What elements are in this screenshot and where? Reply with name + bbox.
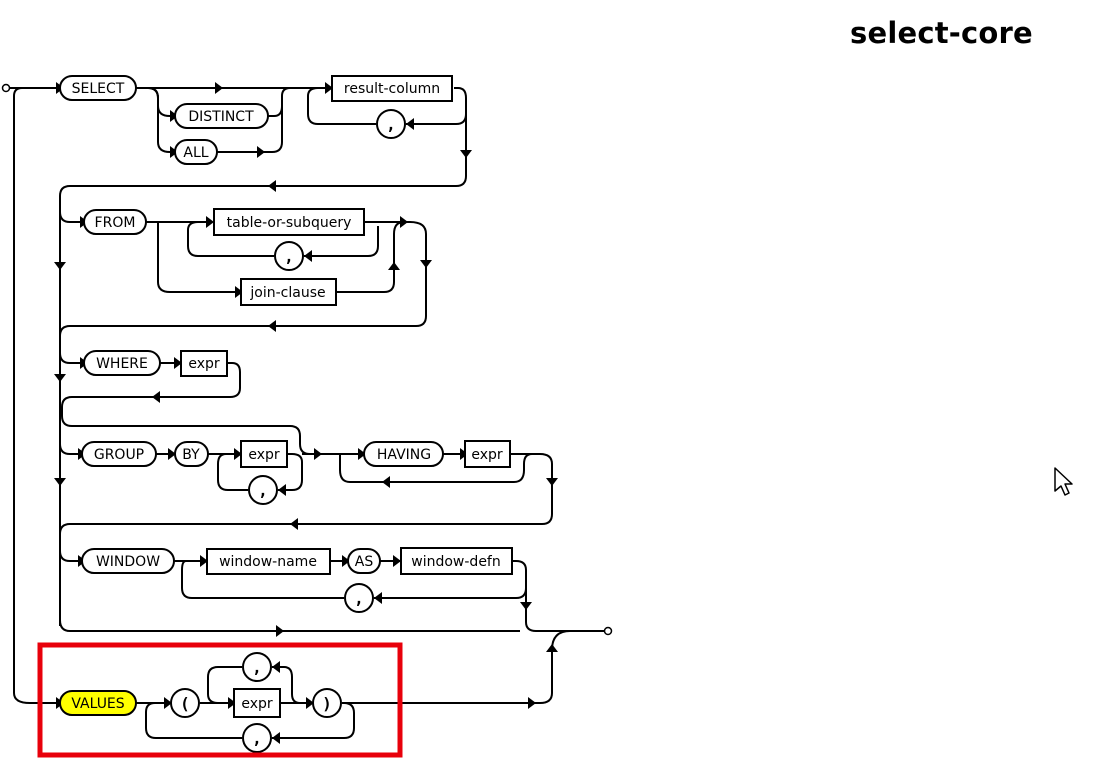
svg-text:expr: expr	[471, 447, 503, 463]
svg-text:window-name: window-name	[219, 554, 317, 570]
terminal-comma-window: ,	[344, 583, 374, 613]
svg-text:,: ,	[386, 115, 396, 134]
mouse-pointer-icon	[1054, 467, 1073, 496]
svg-text:,: ,	[252, 658, 262, 677]
svg-text:WHERE: WHERE	[96, 356, 148, 372]
svg-text:expr: expr	[241, 696, 273, 712]
line-start-down-to-values	[13, 87, 60, 704]
nonterminal-join-clause: join-clause	[240, 278, 337, 306]
end-circle	[603, 626, 613, 636]
svg-text:window-defn: window-defn	[411, 554, 500, 570]
svg-text:DISTINCT: DISTINCT	[188, 109, 254, 125]
svg-text:FROM: FROM	[95, 215, 136, 231]
svg-text:SELECT: SELECT	[72, 81, 125, 97]
start-circle	[1, 83, 11, 93]
nonterminal-window-name: window-name	[206, 548, 331, 575]
svg-text:table-or-subquery: table-or-subquery	[227, 215, 352, 231]
diagram-title: select-core	[850, 16, 1033, 50]
svg-text:WINDOW: WINDOW	[96, 554, 160, 570]
svg-text:,: ,	[354, 589, 364, 608]
terminal-lparen: (	[170, 688, 200, 718]
terminal-having: HAVING	[363, 441, 444, 467]
terminal-group: GROUP	[81, 441, 157, 467]
terminal-from: FROM	[83, 209, 147, 235]
svg-text:(: (	[180, 694, 190, 713]
svg-text:,: ,	[252, 729, 262, 748]
connector-lines	[9, 87, 604, 739]
nonterminal-result-column: result-column	[331, 75, 453, 102]
terminal-comma-group: ,	[248, 475, 278, 505]
terminal-as: AS	[347, 548, 381, 574]
nonterminal-expr-having: expr	[464, 440, 511, 468]
terminal-rparen: )	[312, 688, 342, 718]
svg-text:,: ,	[258, 481, 268, 500]
terminal-select: SELECT	[59, 75, 137, 101]
svg-text:expr: expr	[248, 447, 280, 463]
nonterminal-expr-where: expr	[180, 350, 228, 377]
terminal-comma-result: ,	[376, 109, 406, 139]
svg-text:,: ,	[284, 247, 294, 266]
svg-text:GROUP: GROUP	[94, 447, 144, 463]
terminal-all: ALL	[174, 139, 218, 165]
terminal-values: VALUES	[59, 690, 137, 716]
svg-text:HAVING: HAVING	[377, 447, 431, 463]
svg-text:ALL: ALL	[183, 145, 208, 161]
terminal-comma-values-top: ,	[242, 652, 272, 682]
nonterminal-window-defn: window-defn	[400, 547, 513, 575]
svg-text:join-clause: join-clause	[249, 285, 325, 301]
svg-text:BY: BY	[182, 447, 200, 463]
nonterminal-expr-group: expr	[240, 440, 288, 468]
terminal-comma-table: ,	[274, 241, 304, 271]
terminal-distinct: DISTINCT	[174, 103, 269, 129]
svg-text:VALUES: VALUES	[71, 696, 124, 712]
nonterminal-expr-values: expr	[233, 688, 281, 718]
svg-text:result-column: result-column	[344, 81, 440, 97]
terminal-window: WINDOW	[81, 548, 175, 574]
nonterminal-table-or-subquery: table-or-subquery	[213, 208, 365, 236]
terminal-where: WHERE	[83, 350, 161, 376]
terminal-by: BY	[174, 441, 209, 467]
highlight-selection-box	[37, 642, 403, 758]
svg-text:): )	[322, 694, 332, 713]
svg-text:expr: expr	[188, 356, 220, 372]
terminal-comma-values-bottom: ,	[242, 723, 272, 753]
svg-text:AS: AS	[355, 554, 374, 570]
